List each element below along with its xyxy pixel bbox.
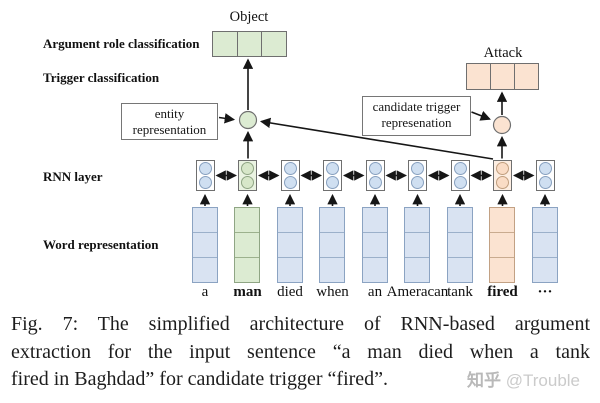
rnn-cell-circle — [326, 162, 339, 175]
rnn-cell-circle — [284, 176, 297, 189]
token-fired: fired — [487, 284, 518, 300]
watermark-site: 知乎 — [467, 371, 501, 390]
output-cell — [515, 64, 538, 89]
rnn-unit-3 — [281, 160, 300, 191]
watermark: 知乎 @Trouble — [467, 366, 580, 391]
word-vector-7 — [447, 207, 473, 283]
candidate-trigger-line2: represenation — [381, 114, 452, 130]
trigger-aggregation-circle — [492, 115, 512, 135]
rnn-cell-circle — [369, 176, 382, 189]
output-cell — [491, 64, 515, 89]
rnn-unit-6 — [408, 160, 427, 191]
argument-role-output-box — [212, 31, 287, 57]
rnn-cell-circle — [411, 176, 424, 189]
caption-line-3: fired in Baghdad” for candidate trigger … — [11, 368, 389, 390]
rnn-cell-circle — [199, 162, 212, 175]
candidate-trigger-line1: candidate trigger — [372, 99, 461, 114]
token-when: when — [316, 284, 349, 300]
word-vector-6 — [404, 207, 430, 283]
rnn-unit-7 — [451, 160, 470, 191]
caption-line-2: extraction for the input sentence “a man… — [11, 340, 590, 363]
rnn-cell-circle — [454, 176, 467, 189]
watermark-handle: @Trouble — [505, 371, 581, 390]
entity-representation-line1: entity — [154, 106, 185, 121]
token-tank: tank — [447, 284, 473, 300]
word-vector-8-trigger — [489, 207, 515, 283]
token-ellipsis: ··· — [537, 284, 553, 300]
rnn-unit-1 — [196, 160, 215, 191]
label-word-representation: Word representation — [43, 237, 159, 252]
rnn-unit-4 — [323, 160, 342, 191]
output-cell — [467, 64, 491, 89]
rnn-cell-circle — [454, 162, 467, 175]
word-vector-1 — [192, 207, 218, 283]
rnn-cell-circle — [199, 176, 212, 189]
token-an: an — [367, 284, 383, 300]
trigger-output-box — [466, 63, 539, 90]
word-vector-2-entity — [234, 207, 260, 283]
label-rnn-layer: RNN layer — [43, 169, 103, 184]
label-trigger-classification: Trigger classification — [43, 70, 160, 85]
rnn-cell-circle — [539, 176, 552, 189]
rnn-unit-8-trigger — [493, 160, 512, 191]
output-cell — [238, 32, 263, 56]
rnn-unit-2-entity — [238, 160, 257, 191]
entity-aggregation-circle — [238, 110, 258, 130]
label-argument-role-classification: Argument role classification — [43, 36, 200, 51]
token-ameracan: Ameracan — [386, 284, 449, 300]
rnn-cell-circle — [284, 162, 297, 175]
output-cell — [213, 32, 238, 56]
word-vector-5 — [362, 207, 388, 283]
rnn-cell-circle — [496, 162, 509, 175]
rnn-unit-5 — [366, 160, 385, 191]
entity-representation-box: entity representation — [121, 103, 218, 140]
candidate-trigger-representation-box: candidate trigger represenation — [362, 96, 471, 136]
caption-line-1: Fig. 7: The simplified architecture of R… — [11, 313, 590, 335]
rnn-cell-circle — [539, 162, 552, 175]
rnn-cell-circle — [241, 162, 254, 175]
figure-caption: Fig. 7: The simplified architecture of R… — [11, 311, 590, 394]
token-died: died — [277, 284, 303, 300]
attack-class-label: Attack — [483, 45, 523, 61]
rnn-cell-circle — [369, 162, 382, 175]
entity-representation-line2: representation — [132, 121, 207, 137]
word-vector-9 — [532, 207, 558, 283]
object-class-label: Object — [229, 9, 269, 25]
rnn-cell-circle — [326, 176, 339, 189]
rnn-cell-circle — [241, 176, 254, 189]
rnn-cell-circle — [496, 176, 509, 189]
output-cell — [262, 32, 286, 56]
rnn-cell-circle — [411, 162, 424, 175]
word-vector-4 — [319, 207, 345, 283]
rnn-unit-9 — [536, 160, 555, 191]
token-man: man — [233, 284, 262, 300]
token-a: a — [201, 284, 209, 300]
word-vector-3 — [277, 207, 303, 283]
